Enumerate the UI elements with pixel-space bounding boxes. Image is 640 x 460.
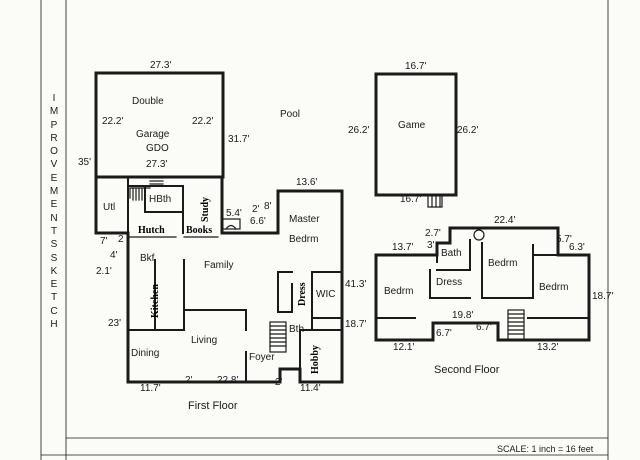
room-hutch: Hutch bbox=[138, 225, 165, 236]
side-letter: N bbox=[50, 212, 58, 224]
sf-room-bedrm-center: Bedrm bbox=[488, 258, 517, 269]
dim-31-7: 31.7' bbox=[228, 134, 249, 145]
side-letter: T bbox=[50, 225, 58, 237]
room-master-1: Master bbox=[289, 214, 320, 225]
first-floor-outline bbox=[94, 175, 344, 384]
sf-dim-6-7a: 6.7' bbox=[436, 328, 452, 339]
side-letter: S bbox=[50, 239, 58, 251]
sf-room-dress: Dress bbox=[436, 277, 462, 288]
side-letter: M bbox=[49, 186, 59, 198]
dim-2-1: 2.1' bbox=[96, 266, 112, 277]
dim-23: 23' bbox=[108, 318, 121, 329]
half-bath-stairs bbox=[129, 177, 164, 201]
room-master-2: Bedrm bbox=[289, 234, 318, 245]
room-utl: Utl bbox=[103, 202, 115, 213]
sf-room-bedrm-left: Bedrm bbox=[384, 286, 413, 297]
room-kitchen: Kitchen bbox=[150, 284, 161, 318]
side-letter: P bbox=[50, 119, 58, 131]
room-foyer: Foyer bbox=[249, 352, 275, 363]
game-width-bottom: 16.7' bbox=[400, 194, 421, 205]
side-letter: S bbox=[50, 252, 58, 264]
side-letter: T bbox=[50, 292, 58, 304]
side-letter: C bbox=[50, 305, 58, 317]
garage-inner-width: 27.3' bbox=[146, 159, 167, 170]
dim-13-6: 13.6' bbox=[296, 177, 317, 188]
side-letter: H bbox=[50, 319, 58, 331]
game-room-outline bbox=[374, 72, 458, 208]
side-letter: V bbox=[50, 159, 58, 171]
side-letter: E bbox=[50, 279, 58, 291]
room-living: Living bbox=[191, 335, 217, 346]
game-right-depth: 26.2' bbox=[457, 125, 478, 136]
side-letter: E bbox=[50, 172, 58, 184]
dim-18-7: 18.7' bbox=[345, 319, 366, 330]
sf-dim-22-4: 22.4' bbox=[494, 215, 515, 226]
room-dining: Dining bbox=[131, 348, 159, 359]
game-room-label: Game bbox=[398, 120, 426, 131]
sf-dim-13-7: 13.7' bbox=[392, 242, 413, 253]
sf-dim-19-8: 19.8' bbox=[452, 310, 473, 321]
second-floor-outline bbox=[374, 226, 591, 342]
dim-11-4: 11.4' bbox=[300, 383, 321, 394]
scale-note: SCALE: 1 inch = 16 feet bbox=[497, 444, 594, 454]
sf-room-bath: Bath bbox=[441, 248, 462, 259]
garage-right-depth: 22.2' bbox=[192, 116, 213, 127]
side-letter: O bbox=[50, 146, 58, 158]
room-bth: Bth bbox=[289, 324, 304, 335]
garage-label-garage: Garage bbox=[136, 129, 170, 140]
room-family: Family bbox=[204, 260, 233, 271]
dim-2a: 2' bbox=[252, 204, 260, 215]
side-letter: R bbox=[50, 132, 58, 144]
room-study: Study bbox=[200, 197, 211, 222]
improvements-sketch-vertical-title: I M P R O V E M E N T S S K E T C H bbox=[46, 92, 62, 331]
room-bkf: Bkf bbox=[140, 253, 155, 264]
pool-label: Pool bbox=[280, 109, 300, 120]
sf-dim-12-1: 12.1' bbox=[393, 342, 414, 353]
sf-dim-3: 3' bbox=[427, 240, 435, 251]
room-hobby: Hobby bbox=[310, 345, 321, 374]
dim-35: 35' bbox=[78, 157, 91, 168]
sf-dim-18-7: 18.7' bbox=[592, 291, 613, 302]
second-floor-stairs bbox=[507, 309, 525, 341]
room-wic: WIC bbox=[316, 289, 335, 300]
side-letter: I bbox=[52, 93, 56, 104]
first-floor-title: First Floor bbox=[188, 400, 238, 412]
dim-11-7: 11.7' bbox=[140, 383, 161, 394]
side-letter: E bbox=[50, 199, 58, 211]
dim-2d: 2' bbox=[275, 377, 283, 388]
garage-left-depth: 22.2' bbox=[102, 116, 123, 127]
game-left-depth: 26.2' bbox=[348, 125, 369, 136]
dim-4: 4' bbox=[110, 250, 118, 261]
dim-6-6: 6.6' bbox=[250, 216, 266, 227]
sf-room-bedrm-right: Bedrm bbox=[539, 282, 568, 293]
garage-label-gdo: GDO bbox=[146, 143, 169, 154]
sf-dim-13-2: 13.2' bbox=[537, 342, 558, 353]
game-width-top: 16.7' bbox=[405, 61, 426, 72]
room-dress: Dress bbox=[297, 282, 308, 306]
sf-dim-5-7: 5.7' bbox=[556, 234, 572, 245]
sf-dim-6-7b: 6.7' bbox=[476, 322, 492, 333]
dim-5-4: 5.4' bbox=[226, 208, 242, 219]
dim-7: 7' bbox=[100, 236, 108, 247]
dim-2b: 2 bbox=[118, 234, 124, 245]
room-books: Books bbox=[186, 225, 212, 236]
garage-label-double: Double bbox=[132, 96, 164, 107]
room-hbth: HBth bbox=[149, 194, 171, 205]
dim-22-8: 22.8' bbox=[217, 375, 238, 386]
garage-width-top: 27.3' bbox=[150, 60, 171, 71]
sf-dim-2-7: 2.7' bbox=[425, 228, 441, 239]
dim-8: 8' bbox=[264, 201, 272, 212]
sheet-frame bbox=[40, 0, 609, 460]
second-floor-title: Second Floor bbox=[434, 364, 500, 376]
sf-dim-6-3: 6.3' bbox=[569, 242, 585, 253]
side-letter: K bbox=[50, 265, 58, 277]
side-letter: M bbox=[49, 106, 59, 118]
dim-41-3: 41.3' bbox=[345, 279, 366, 290]
first-floor-stairs bbox=[269, 321, 287, 353]
dim-2c: 2' bbox=[185, 375, 193, 386]
